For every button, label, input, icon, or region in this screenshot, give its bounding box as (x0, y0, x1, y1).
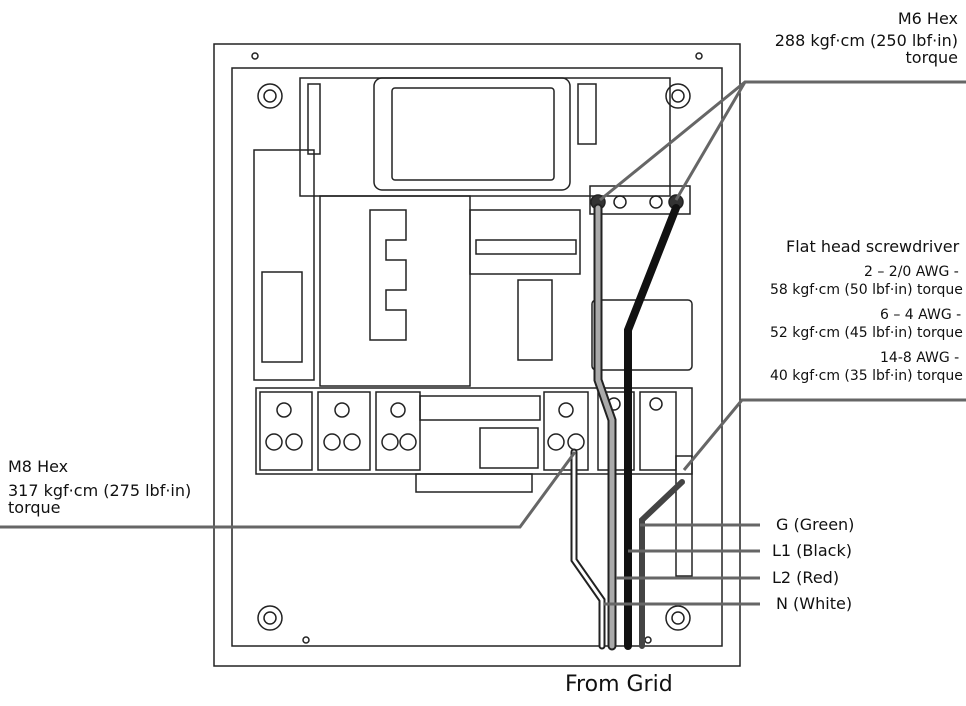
display-module (373, 77, 571, 191)
terminal-header (475, 239, 577, 255)
wires (570, 203, 685, 651)
inductor-module (319, 195, 471, 387)
leader-lines (0, 80, 966, 606)
torque-row-1: 58 kgf·cm (50 lbf·in) torque (770, 282, 963, 298)
left-switch (261, 271, 303, 363)
display-screen (391, 87, 555, 181)
wire-label-ground: G (Green) (776, 515, 855, 534)
breaker (517, 279, 553, 361)
enclosure-outer (213, 43, 741, 667)
wire-label-neutral: N (White) (776, 594, 853, 613)
torque-row-3: 40 kgf·cm (35 lbf·in) torque (770, 368, 963, 384)
left-bracket (253, 149, 315, 381)
m8-torque: torque (8, 498, 61, 517)
torque-row-2: 52 kgf·cm (45 lbf·in) torque (770, 325, 963, 341)
m6-callout: M6 Hex 288 kgf·cm (250 lbf·in) torque (775, 10, 958, 66)
from-grid-label: From Grid (565, 672, 673, 697)
right-panel (591, 299, 693, 371)
m6-lug-block (589, 185, 691, 215)
terminal-blocks (259, 391, 677, 493)
wire-label-l2: L2 (Red) (772, 568, 840, 587)
enclosure-inner (231, 67, 723, 647)
m6-spec: 288 kgf·cm (250 lbf·in) (774, 31, 958, 50)
m6-torque: torque (905, 48, 959, 67)
coil (369, 209, 407, 341)
connector-strip (577, 83, 597, 145)
awg-row-3: 14-8 AWG - (880, 350, 960, 366)
wire-label-l1: L1 (Black) (772, 541, 852, 560)
awg-row-1: 2 – 2/0 AWG - (864, 264, 959, 280)
m8-title: M8 Hex (8, 457, 69, 476)
awg-row-2: 6 – 4 AWG - (880, 307, 962, 323)
m6-title: M6 Hex (897, 9, 958, 28)
m8-callout: M8 Hex 317 kgf·cm (275 lbf·in) torque (8, 458, 191, 516)
ground-bar (675, 455, 693, 577)
connector-strip (307, 83, 321, 155)
relay-board (469, 209, 581, 275)
m8-spec: 317 kgf·cm (275 lbf·in) (8, 481, 192, 500)
control-board (299, 77, 671, 197)
screwdriver-title: Flat head screwdriver (786, 237, 960, 256)
